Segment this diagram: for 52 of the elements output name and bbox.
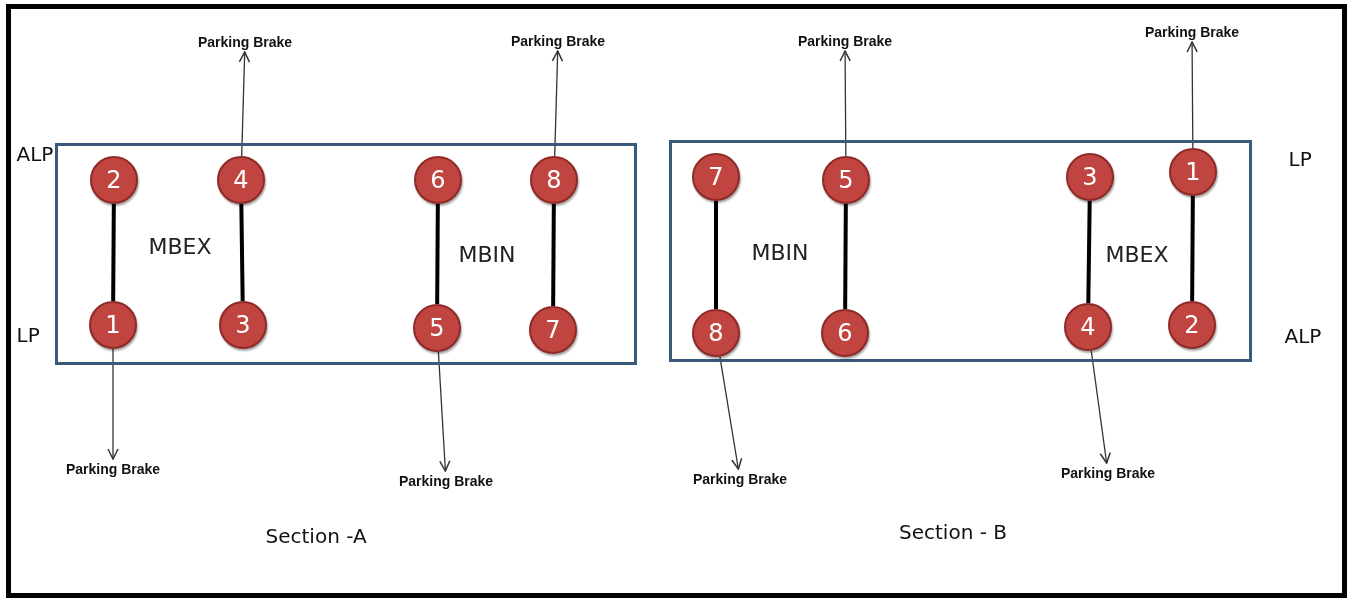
label-text: Parking Brake	[185, 32, 305, 52]
numbered-circle: 2	[1168, 301, 1216, 349]
section-caption: Section - B	[899, 520, 1007, 544]
row-label: ALP	[1284, 324, 1322, 348]
arrow	[238, 51, 251, 157]
group-label: MBIN	[458, 242, 516, 267]
connecting-bar	[551, 204, 556, 306]
arrow	[551, 50, 564, 157]
row-label: ALP	[16, 142, 54, 166]
numbered-circle: 6	[414, 156, 462, 204]
numbered-circle: 1	[1169, 148, 1217, 196]
numbered-circle: 5	[822, 156, 870, 204]
label-text: Parking Brake	[1132, 22, 1252, 42]
section-box	[669, 140, 1252, 362]
section-box	[55, 143, 637, 365]
label-text: Parking Brake	[53, 459, 173, 479]
connecting-bar	[1086, 200, 1092, 304]
numbered-circle: 2	[90, 156, 138, 204]
numbered-circle: 3	[219, 301, 267, 349]
numbered-circle: 8	[530, 156, 578, 204]
connecting-bar	[714, 201, 718, 309]
numbered-circle: 7	[692, 153, 740, 201]
arrow	[107, 348, 119, 460]
group-label: MBEX	[1105, 242, 1169, 267]
numbered-circle: 7	[529, 306, 577, 354]
arrow	[437, 351, 451, 472]
connecting-bar	[1190, 196, 1195, 301]
connecting-bar	[435, 204, 440, 304]
numbered-circle: 8	[692, 309, 740, 357]
label-text: Parking Brake	[1048, 463, 1168, 483]
connecting-bar	[111, 204, 116, 301]
numbered-circle: 4	[217, 156, 265, 204]
row-label: LP	[1288, 147, 1312, 171]
numbered-circle: 4	[1064, 303, 1112, 351]
arrow	[1186, 41, 1198, 149]
section-caption: Section -A	[265, 524, 367, 548]
label-text: Parking Brake	[498, 31, 618, 51]
row-label: LP	[16, 323, 40, 347]
numbered-circle: 1	[89, 301, 137, 349]
connecting-bar	[239, 203, 245, 302]
numbered-circle: 6	[821, 309, 869, 357]
group-label: MBIN	[751, 240, 809, 265]
label-text: Parking Brake	[386, 471, 506, 491]
numbered-circle: 3	[1066, 153, 1114, 201]
arrow	[1090, 350, 1111, 464]
numbered-circle: 5	[413, 304, 461, 352]
label-text: Parking Brake	[785, 31, 905, 51]
arrow	[839, 50, 851, 157]
group-label: MBEX	[148, 234, 212, 259]
arrow	[719, 356, 743, 470]
label-text: Parking Brake	[680, 469, 800, 489]
connecting-bar	[843, 204, 848, 309]
